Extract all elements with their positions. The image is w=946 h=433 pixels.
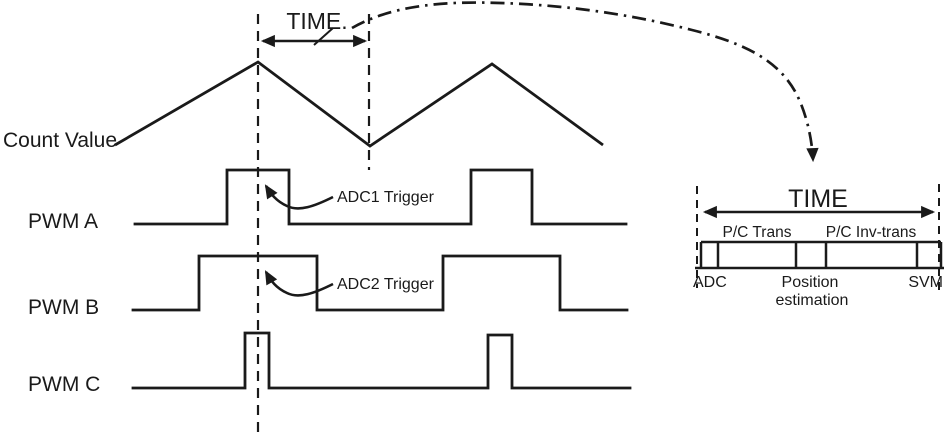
time-right-label: TIME [788, 185, 848, 213]
pwm-a-group: PWM A [28, 168, 628, 233]
count-value-label: Count Value [3, 129, 117, 152]
pwm-a-label: PWM A [28, 210, 98, 233]
pc-trans-label: P/C Trans [723, 224, 792, 241]
adc2-trigger-callout: ADC2 Trigger [264, 270, 435, 297]
pwm-c-waveform [131, 331, 632, 390]
pwm-c-label: PWM C [28, 373, 100, 396]
time-span-left: TIME. [260, 8, 368, 48]
adc1-trigger-label: ADC1 Trigger [337, 189, 435, 206]
svm-step-label: SVM [908, 274, 943, 291]
time-left-leader-tick [313, 27, 334, 46]
timeline-band [695, 240, 944, 270]
count-value-group: Count Value [3, 60, 604, 152]
position-step-label: Position [782, 274, 839, 291]
pwm-b-label: PWM B [28, 296, 99, 319]
execution-timeline-panel: TIME P/C Trans P/C Inv-trans ADC Positio… [693, 184, 944, 309]
adc2-trigger-arrow [264, 270, 334, 297]
pwm-a-waveform [133, 168, 628, 226]
pwm-b-group: PWM B [28, 254, 629, 319]
time-left-label: TIME. [286, 8, 347, 34]
adc2-trigger-label: ADC2 Trigger [337, 276, 435, 293]
pc-inv-trans-label: P/C Inv-trans [826, 224, 917, 241]
adc1-trigger-arrow [264, 184, 334, 210]
pwm-b-waveform [131, 254, 629, 312]
pwm-c-group: PWM C [28, 331, 632, 396]
estimation-step-label: estimation [776, 292, 849, 309]
count-value-waveform [114, 60, 604, 148]
zoom-connector-arc-arrow [351, 1, 819, 163]
adc-step-label: ADC [693, 274, 727, 291]
adc1-trigger-callout: ADC1 Trigger [264, 184, 435, 210]
